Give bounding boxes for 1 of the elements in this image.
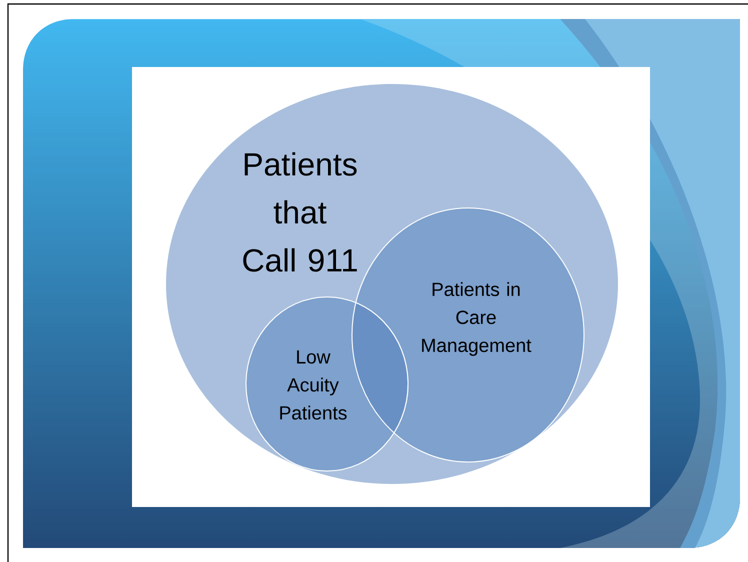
node-label: Low Acuity Patients	[280, 350, 347, 420]
